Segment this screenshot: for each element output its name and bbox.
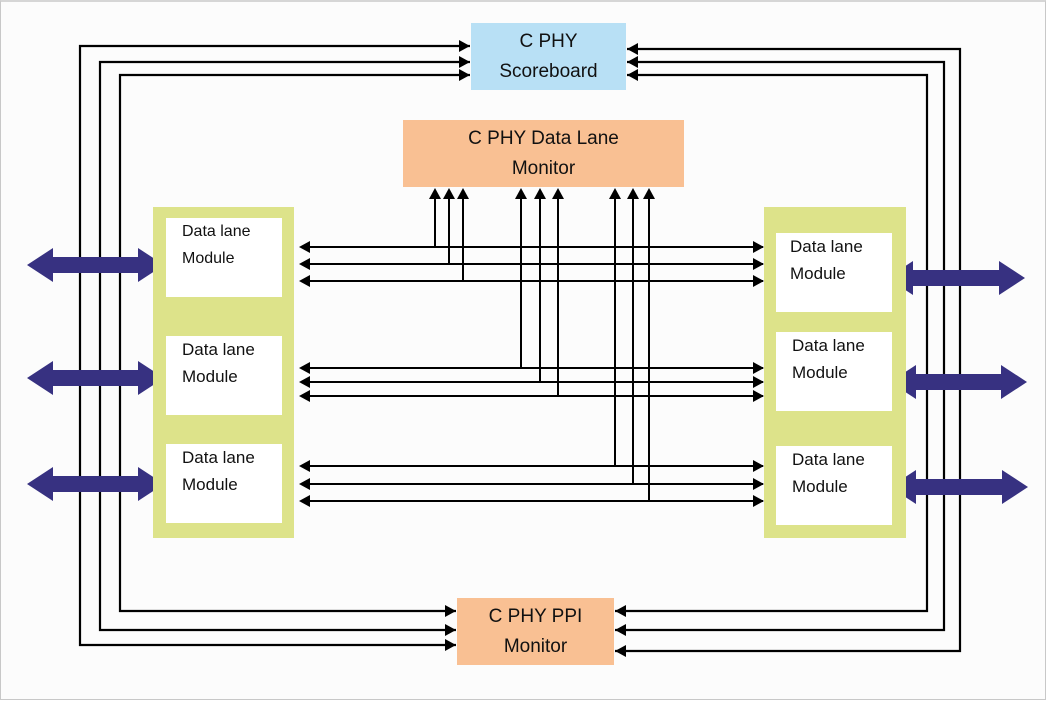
module-label-line2: Module: [792, 363, 848, 382]
arrowhead-to-data-lane-monitor: [515, 188, 527, 199]
left-data-lane-module-2: Data lane Module: [166, 336, 282, 415]
arrowhead-to-left-module: [299, 275, 310, 287]
module-label-line2: Module: [790, 264, 846, 283]
arrowhead-to-ppi-monitor: [445, 605, 456, 617]
module-label-line2: Module: [182, 250, 235, 267]
module-label-line2: Module: [182, 475, 238, 494]
arrowhead-to-left-module: [299, 460, 310, 472]
module-label-line2: Module: [182, 367, 238, 386]
module-label-line1: Data lane: [182, 223, 251, 240]
bidirectional-arrow-right: [887, 261, 1025, 295]
bidirectional-arrow-left: [27, 248, 164, 282]
right-trunk-connector: [615, 47, 962, 653]
arrowhead-to-right-module: [753, 478, 764, 490]
bidirectional-arrow-right: [890, 365, 1027, 399]
arrowhead-to-data-lane-monitor: [552, 188, 564, 199]
arrowhead-to-scoreboard: [627, 69, 638, 81]
ppi-monitor-label-line1: C PHY PPI: [488, 605, 583, 627]
right-data-lane-module-1: Data lane Module: [776, 233, 892, 312]
arrowhead-to-left-module: [299, 495, 310, 507]
arrowhead-to-left-module: [299, 478, 310, 490]
arrowhead-to-scoreboard: [459, 40, 470, 52]
arrowhead-to-data-lane-monitor: [609, 188, 621, 199]
left-trunk-connector: [78, 44, 470, 647]
arrowhead-to-left-module: [299, 376, 310, 388]
arrowhead-to-scoreboard: [627, 56, 638, 68]
arrowhead-to-ppi-monitor: [445, 624, 456, 636]
data-lane-monitor-label-line1: C PHY Data Lane: [468, 127, 619, 149]
arrowhead-to-data-lane-monitor: [443, 188, 455, 199]
arrowhead-to-data-lane-monitor: [457, 188, 469, 199]
ppi-monitor-label-line2: Monitor: [503, 635, 568, 657]
arrowhead-to-ppi-monitor: [615, 624, 626, 636]
module-label-line1: Data lane: [182, 340, 255, 359]
arrowhead-to-right-module: [753, 258, 764, 270]
scoreboard-block: C PHY Scoreboard: [471, 23, 626, 90]
arrowhead-to-data-lane-monitor: [534, 188, 546, 199]
bidirectional-arrow-left: [27, 467, 164, 501]
right-data-lane-module-2: Data lane Module: [776, 332, 892, 411]
left-trunk-connector: [118, 73, 470, 613]
data-lane-monitor-label-line2: Monitor: [511, 157, 576, 179]
module-label-line2: Module: [792, 477, 848, 496]
module-label-line1: Data lane: [790, 237, 863, 256]
arrowhead-to-left-module: [299, 362, 310, 374]
arrowhead-to-left-module: [299, 258, 310, 270]
arrowhead-to-right-module: [753, 362, 764, 374]
arrowhead-to-right-module: [753, 376, 764, 388]
arrowhead-to-right-module: [753, 275, 764, 287]
ppi-monitor-block: C PHY PPI Monitor: [457, 598, 614, 665]
right-data-lane-module-3: Data lane Module: [776, 446, 892, 525]
arrowhead-to-scoreboard: [627, 43, 638, 55]
arrowhead-to-right-module: [753, 460, 764, 472]
right-trunk-connector: [615, 60, 946, 632]
bidirectional-arrow-right: [890, 470, 1028, 504]
arrowhead-to-data-lane-monitor: [643, 188, 655, 199]
arrowhead-to-left-module: [299, 390, 310, 402]
scoreboard-label-line2: Scoreboard: [499, 60, 598, 82]
arrowhead-to-data-lane-monitor: [429, 188, 441, 199]
data-lane-monitor-block: C PHY Data Lane Monitor: [403, 120, 684, 187]
module-label-line1: Data lane: [182, 448, 255, 467]
arrowhead-to-right-module: [753, 495, 764, 507]
arrowhead-to-right-module: [753, 390, 764, 402]
module-label-line1: Data lane: [792, 450, 865, 469]
arrowhead-to-ppi-monitor: [615, 645, 626, 657]
arrowhead-to-ppi-monitor: [445, 639, 456, 651]
arrowhead-to-scoreboard: [459, 56, 470, 68]
arrowhead-to-scoreboard: [459, 69, 470, 81]
left-data-lane-module-3: Data lane Module: [166, 444, 282, 523]
arrowhead-to-ppi-monitor: [615, 605, 626, 617]
module-label-line1: Data lane: [792, 336, 865, 355]
left-data-lane-module-1: Data lane Module: [166, 218, 282, 297]
left-trunk-connector: [98, 60, 470, 632]
arrowhead-to-right-module: [753, 241, 764, 253]
scoreboard-label-line1: C PHY: [519, 30, 578, 52]
arrowhead-to-left-module: [299, 241, 310, 253]
bidirectional-arrow-left: [27, 361, 164, 395]
arrowhead-to-data-lane-monitor: [627, 188, 639, 199]
right-trunk-connector: [615, 73, 929, 613]
